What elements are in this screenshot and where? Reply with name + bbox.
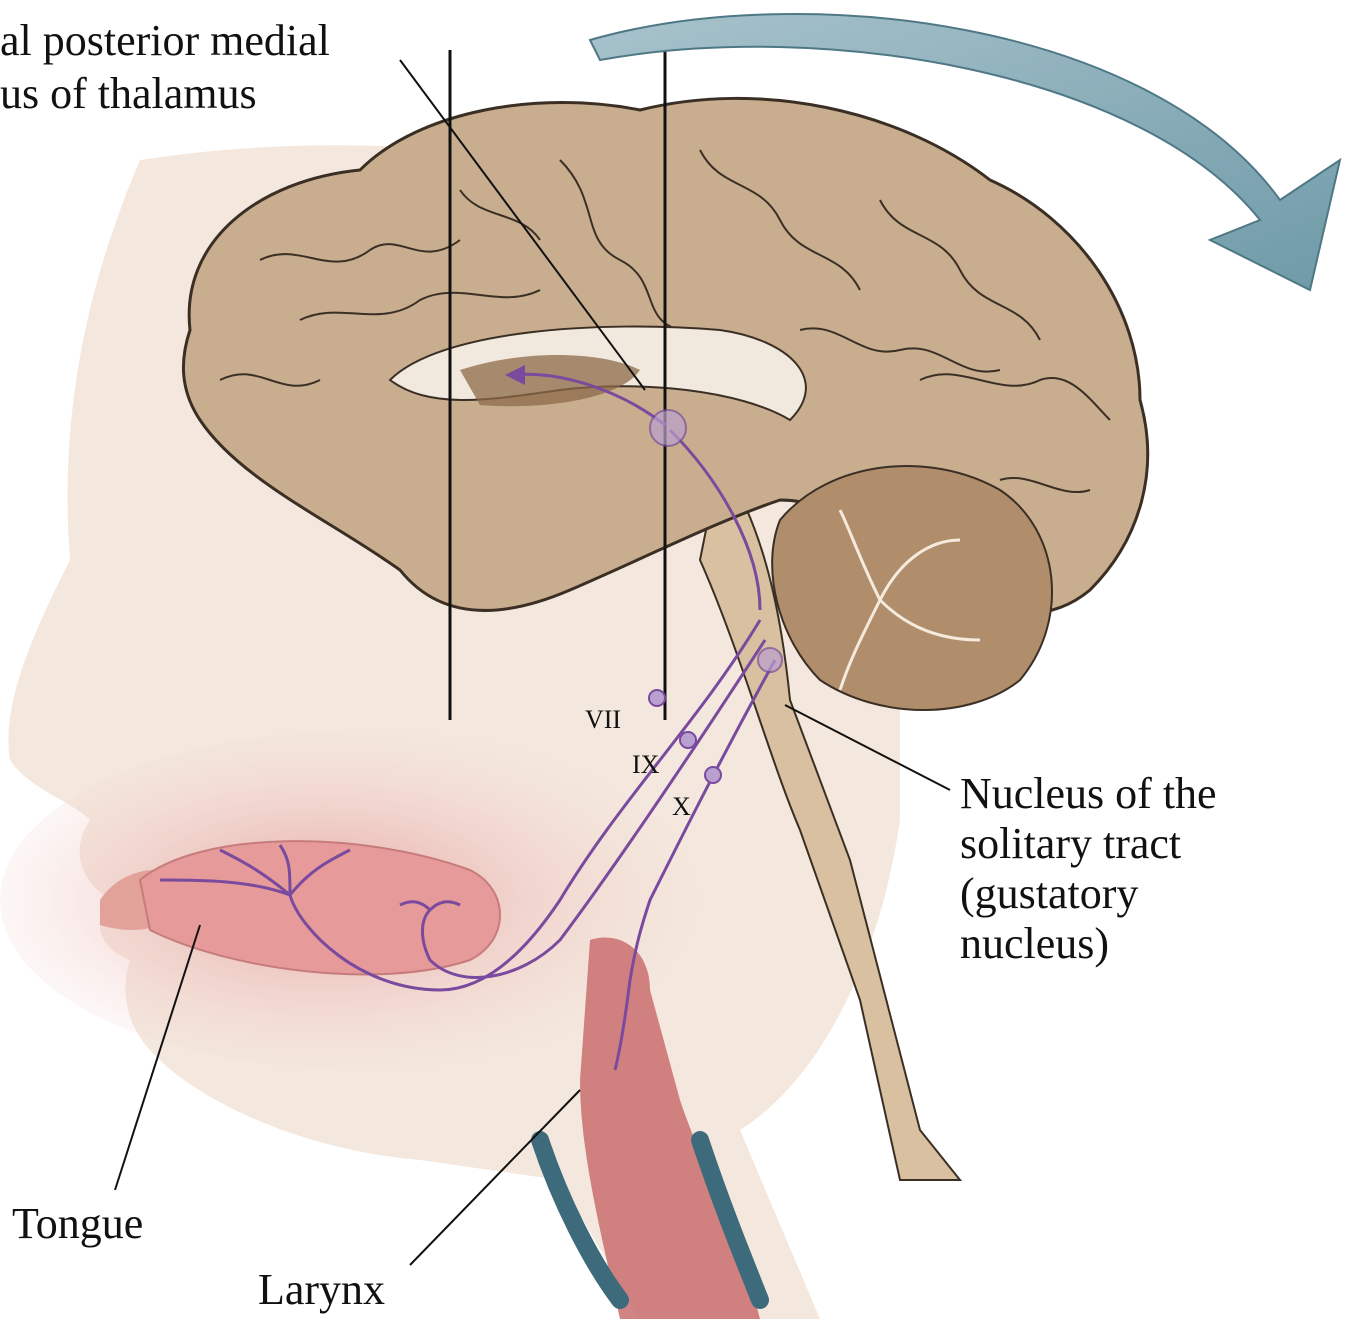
- tongue-label: Tongue: [12, 1199, 143, 1248]
- nucleus-label-line2: solitary tract: [960, 819, 1181, 868]
- nerve-x-label: X: [672, 792, 691, 821]
- nerve-ix-label: IX: [632, 750, 660, 779]
- larynx-label: Larynx: [258, 1265, 385, 1314]
- nucleus-label-line3: (gustatory: [960, 869, 1138, 918]
- cerebellum: [772, 466, 1052, 710]
- thalamic-nucleus-marker: [650, 410, 686, 446]
- thalamus-label-line1: al posterior medial: [0, 16, 330, 65]
- thalamus-label-line2: us of thalamus: [0, 69, 257, 118]
- nerve-vii-label: VII: [585, 705, 621, 734]
- solitary-nucleus-marker: [758, 648, 782, 672]
- nucleus-label-line4: nucleus): [960, 919, 1109, 968]
- nucleus-label-line1: Nucleus of the: [960, 769, 1217, 818]
